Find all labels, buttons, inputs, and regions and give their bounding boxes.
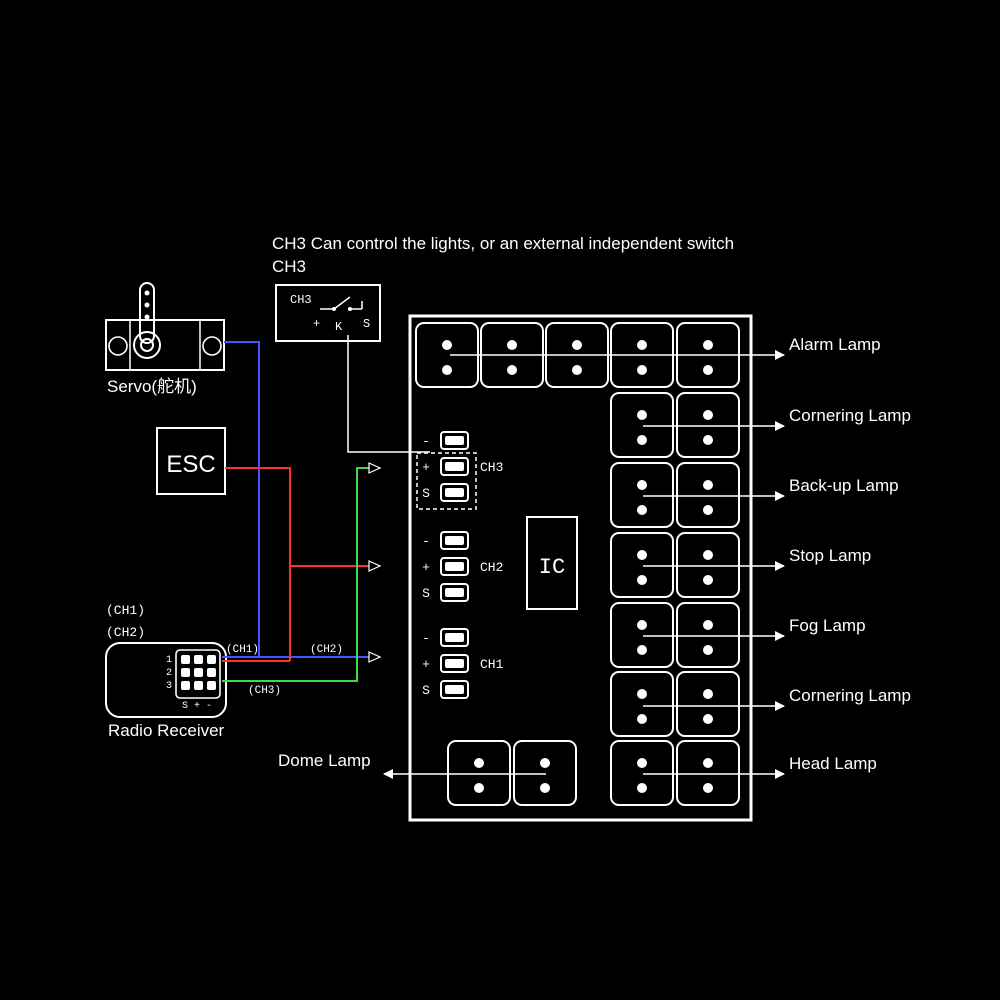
wire-label-ch3: (CH3) bbox=[248, 685, 281, 697]
lamp-label-alarm: Alarm Lamp bbox=[789, 335, 881, 354]
lamp-label-backup: Back-up Lamp bbox=[789, 476, 899, 495]
lamp-row-dome: Dome Lamp bbox=[278, 751, 546, 779]
socket bbox=[447, 740, 511, 806]
connector-pin-contact bbox=[445, 588, 464, 597]
channel-label: CH2 bbox=[480, 560, 503, 575]
pin-sign-2: S bbox=[422, 683, 430, 698]
blue-wire-ch1 bbox=[224, 341, 382, 663]
switch-box-label: CH3 bbox=[290, 293, 312, 307]
pin-sign-1: + bbox=[422, 560, 430, 575]
lamp-row-head: Head Lamp bbox=[643, 754, 877, 779]
pin-sign-2: S bbox=[422, 486, 430, 501]
socket bbox=[610, 740, 674, 806]
lamp-sockets bbox=[415, 322, 740, 806]
connector-ch2: - + S CH2 bbox=[422, 531, 503, 602]
receiver-row-1: 1 bbox=[166, 655, 172, 666]
connector-pin-contact bbox=[445, 488, 464, 497]
socket bbox=[676, 740, 740, 806]
servo-icon bbox=[105, 282, 225, 371]
red-wire-ch2 bbox=[225, 467, 382, 572]
header-channel: CH3 bbox=[272, 257, 306, 276]
channel-label: CH3 bbox=[480, 460, 503, 475]
socket bbox=[676, 671, 740, 737]
socket bbox=[513, 740, 577, 806]
socket bbox=[676, 532, 740, 598]
connector-pin-contact bbox=[445, 562, 464, 571]
channel-label: CH1 bbox=[480, 657, 504, 672]
socket bbox=[610, 462, 674, 528]
connector-pin bbox=[440, 431, 469, 450]
wire-label-ch2: (CH2) bbox=[310, 644, 343, 656]
receiver-row-2: 2 bbox=[166, 668, 172, 679]
radio-receiver: 1 2 3 S + - bbox=[105, 642, 227, 718]
receiver-label: Radio Receiver bbox=[108, 721, 225, 740]
connector-pin bbox=[440, 583, 469, 602]
lamp-row-cornering-2: Cornering Lamp bbox=[643, 686, 911, 711]
receiver-note-ch1: (CH1) bbox=[106, 603, 145, 618]
lamp-label-fog: Fog Lamp bbox=[789, 616, 866, 635]
switch-pin-plus: + bbox=[313, 317, 320, 331]
servo-label: Servo(舵机) bbox=[107, 377, 197, 396]
esc-label: ESC bbox=[166, 451, 215, 478]
pin-sign-2: S bbox=[422, 586, 430, 601]
receiver-pin-labels: S + - bbox=[182, 701, 212, 712]
ic-label: IC bbox=[539, 555, 565, 580]
ch3-switch-box: CH3 + K S bbox=[275, 284, 381, 342]
connector-pin bbox=[440, 483, 469, 502]
lamp-row-backup: Back-up Lamp bbox=[643, 476, 899, 501]
ch3-highlight bbox=[416, 452, 477, 510]
connector-pin-contact bbox=[445, 436, 464, 445]
esc-box: ESC bbox=[156, 427, 226, 495]
socket bbox=[415, 322, 479, 388]
connector-pin bbox=[440, 457, 469, 476]
connector-ch1: - + S CH1 bbox=[422, 628, 504, 699]
connector-ch3: - + S CH3 bbox=[422, 431, 503, 502]
socket bbox=[610, 671, 674, 737]
connector-pin-contact bbox=[445, 536, 464, 545]
green-wire-ch3 bbox=[222, 462, 382, 682]
pin-sign-1: + bbox=[422, 657, 430, 672]
socket bbox=[676, 602, 740, 668]
pin-sign-0: - bbox=[422, 534, 430, 549]
wire-label-ch1: (CH1) bbox=[226, 644, 259, 656]
control-board bbox=[408, 314, 753, 822]
header-note: CH3 Can control the lights, or an extern… bbox=[272, 234, 734, 253]
pin-sign-0: - bbox=[422, 434, 430, 449]
switch-pin-s: S bbox=[363, 317, 370, 331]
connector-pin bbox=[440, 680, 469, 699]
lamp-row-stop: Stop Lamp bbox=[643, 546, 871, 571]
lamp-row-fog: Fog Lamp bbox=[643, 616, 866, 641]
socket bbox=[610, 532, 674, 598]
connector-pin bbox=[440, 557, 469, 576]
connector-pin bbox=[440, 628, 469, 647]
switch-pin-k: K bbox=[335, 320, 343, 334]
connector-pin-contact bbox=[445, 462, 464, 471]
receiver-row-3: 3 bbox=[166, 681, 172, 692]
connector-pin bbox=[440, 531, 469, 550]
switch-wire bbox=[347, 335, 430, 453]
socket bbox=[610, 392, 674, 458]
receiver-note-ch2: (CH2) bbox=[106, 625, 145, 640]
lamp-label-cornering-2: Cornering Lamp bbox=[789, 686, 911, 705]
ic-chip: IC bbox=[526, 516, 578, 610]
lamp-label-cornering-1: Cornering Lamp bbox=[789, 406, 911, 425]
connector-pin-contact bbox=[445, 685, 464, 694]
lamp-label-stop: Stop Lamp bbox=[789, 546, 871, 565]
socket bbox=[676, 392, 740, 458]
connector-pin bbox=[440, 654, 469, 673]
pin-sign-0: - bbox=[422, 631, 430, 646]
lamp-label-head: Head Lamp bbox=[789, 754, 877, 773]
lamp-row-alarm: Alarm Lamp bbox=[450, 335, 881, 360]
pin-sign-1: + bbox=[422, 460, 430, 475]
connector-pin-contact bbox=[445, 633, 464, 642]
receiver-pin-grid bbox=[181, 655, 216, 690]
lamp-row-cornering-1: Cornering Lamp bbox=[643, 406, 911, 431]
channel-connectors: - + S CH3 - + S CH2 - + S CH1 bbox=[422, 431, 504, 699]
socket bbox=[676, 462, 740, 528]
lamp-label-dome: Dome Lamp bbox=[278, 751, 371, 770]
connector-pin-contact bbox=[445, 659, 464, 668]
socket bbox=[610, 602, 674, 668]
